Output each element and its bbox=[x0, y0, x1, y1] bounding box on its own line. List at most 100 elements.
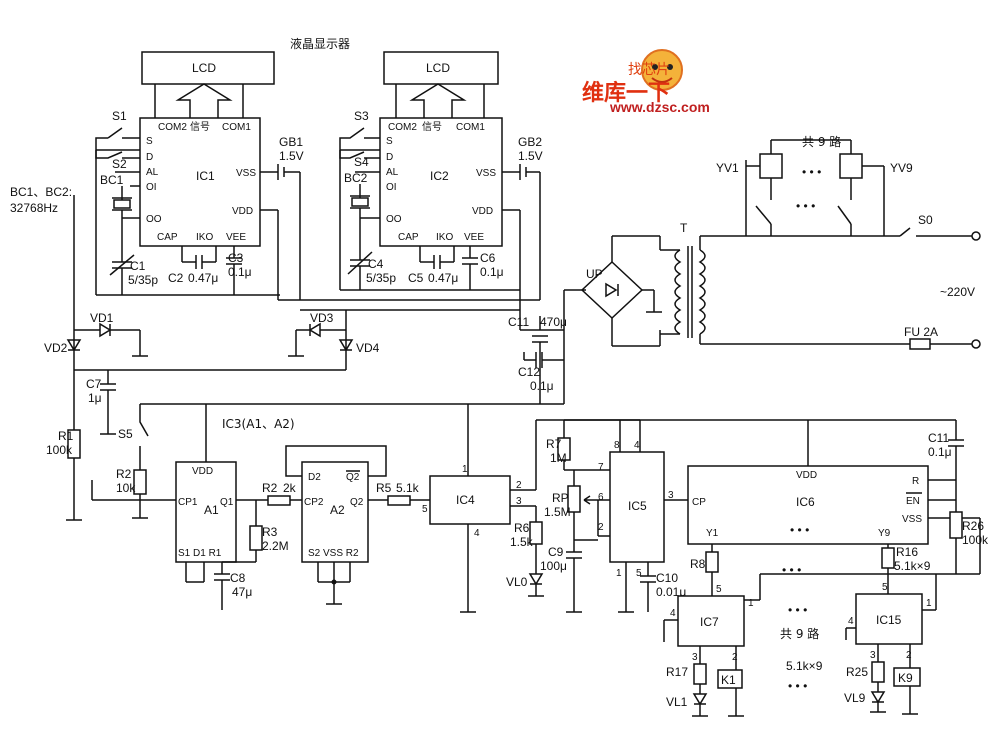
svg-text:1M: 1M bbox=[550, 451, 567, 465]
svg-text:VDD: VDD bbox=[796, 470, 817, 481]
svg-text:R6: R6 bbox=[514, 521, 530, 535]
svg-text:8: 8 bbox=[614, 440, 620, 451]
relay-contact-k9 bbox=[837, 205, 852, 225]
svg-text:BC1、BC2:: BC1、BC2: bbox=[10, 185, 72, 199]
svg-text:OI: OI bbox=[386, 182, 397, 193]
svg-text:S3: S3 bbox=[354, 109, 369, 123]
svg-text:• • •: • • • bbox=[782, 563, 801, 577]
svg-text:VL9: VL9 bbox=[844, 691, 866, 705]
svg-text:• • •: • • • bbox=[788, 679, 807, 693]
svg-text:OO: OO bbox=[386, 214, 402, 225]
svg-text:K1: K1 bbox=[721, 673, 736, 687]
resistor-r5 bbox=[387, 495, 411, 506]
svg-text:LCD: LCD bbox=[426, 61, 450, 75]
svg-text:OI: OI bbox=[146, 182, 157, 193]
diode-vd1 bbox=[99, 322, 112, 338]
svg-text:4: 4 bbox=[848, 616, 854, 627]
switch-s3 bbox=[339, 127, 380, 150]
svg-text:VD3: VD3 bbox=[310, 311, 334, 325]
svg-text:VD1: VD1 bbox=[90, 311, 114, 325]
svg-text:0.1μ: 0.1μ bbox=[480, 265, 504, 279]
svg-text:100k: 100k bbox=[46, 443, 73, 457]
lcd1-box bbox=[141, 51, 275, 85]
svg-text:3: 3 bbox=[516, 496, 522, 507]
crystal-bc2 bbox=[351, 197, 369, 207]
svg-text:T: T bbox=[680, 221, 688, 235]
svg-text:R5: R5 bbox=[376, 481, 392, 495]
svg-text:共 9 路: 共 9 路 bbox=[802, 134, 841, 149]
resistor-r3 bbox=[249, 525, 263, 551]
svg-text:C11: C11 bbox=[928, 431, 949, 445]
switch-s1 bbox=[95, 127, 140, 150]
svg-text:VL0: VL0 bbox=[506, 575, 528, 589]
svg-text:4: 4 bbox=[474, 528, 480, 539]
ic15-box bbox=[855, 593, 923, 645]
svg-text:CAP: CAP bbox=[398, 232, 419, 243]
svg-text:Q2: Q2 bbox=[346, 472, 360, 483]
svg-text:COM2: COM2 bbox=[388, 122, 417, 133]
svg-text:S: S bbox=[386, 136, 393, 147]
svg-text:RP: RP bbox=[552, 491, 569, 505]
svg-text:4: 4 bbox=[670, 608, 676, 619]
svg-text:R7: R7 bbox=[546, 437, 562, 451]
svg-text:2: 2 bbox=[732, 652, 738, 663]
transformer-primary bbox=[698, 249, 706, 335]
svg-text:Q1: Q1 bbox=[220, 497, 234, 508]
svg-text:Y1: Y1 bbox=[706, 528, 719, 539]
svg-text:VEE: VEE bbox=[464, 232, 484, 243]
svg-text:IKO: IKO bbox=[436, 232, 453, 243]
svg-text:C6: C6 bbox=[480, 251, 496, 265]
resistor-r2 bbox=[133, 469, 147, 495]
svg-text:C4: C4 bbox=[368, 257, 384, 271]
resistor-r26 bbox=[949, 511, 963, 539]
svg-text:R25: R25 bbox=[846, 665, 868, 679]
svg-text:A2: A2 bbox=[330, 503, 345, 517]
svg-text:10k: 10k bbox=[116, 481, 136, 495]
crystal-bc1 bbox=[113, 199, 131, 209]
svg-text:1.5k: 1.5k bbox=[510, 535, 534, 549]
svg-text:5.1k×9: 5.1k×9 bbox=[786, 659, 823, 673]
svg-text:R8: R8 bbox=[690, 557, 706, 571]
fuse-fu bbox=[909, 338, 931, 350]
valve-yv1 bbox=[759, 153, 783, 179]
resistor-r25 bbox=[871, 661, 885, 683]
svg-text:UP: UP bbox=[586, 267, 603, 281]
ic7-box bbox=[677, 595, 745, 647]
ic5-box bbox=[609, 451, 665, 563]
switch-s0 bbox=[899, 227, 911, 237]
svg-text:100μ: 100μ bbox=[540, 559, 567, 573]
svg-text:1.5M: 1.5M bbox=[544, 505, 571, 519]
svg-text:R1: R1 bbox=[58, 429, 74, 443]
svg-text:0.1μ: 0.1μ bbox=[928, 445, 952, 459]
svg-text:1.5V: 1.5V bbox=[279, 149, 304, 163]
svg-text:VDD: VDD bbox=[232, 206, 253, 217]
led-vl1 bbox=[692, 693, 708, 706]
svg-text:VD2: VD2 bbox=[44, 341, 68, 355]
svg-text:1μ: 1μ bbox=[88, 391, 102, 405]
svg-text:• • •: • • • bbox=[802, 165, 821, 179]
title: 液晶显示器 bbox=[290, 36, 350, 51]
trimmer-c1 bbox=[109, 254, 135, 276]
relay-contact-k1 bbox=[755, 205, 772, 225]
svg-text:BC2: BC2 bbox=[344, 171, 368, 185]
svg-text:C8: C8 bbox=[230, 571, 246, 585]
svg-text:C9: C9 bbox=[548, 545, 564, 559]
ic3-a1-box bbox=[175, 461, 237, 563]
svg-text:R17: R17 bbox=[666, 665, 688, 679]
trimmer-c4 bbox=[347, 251, 373, 275]
svg-text:VL1: VL1 bbox=[666, 695, 688, 709]
svg-text:Y9: Y9 bbox=[878, 528, 891, 539]
svg-text:VEE: VEE bbox=[226, 232, 246, 243]
svg-text:1: 1 bbox=[462, 464, 468, 475]
svg-text:GB1: GB1 bbox=[279, 135, 303, 149]
lcd1-arrow bbox=[175, 83, 233, 118]
svg-text:0.1μ: 0.1μ bbox=[228, 265, 252, 279]
svg-text:C11: C11 bbox=[508, 315, 529, 329]
svg-text:S2 VSS R2: S2 VSS R2 bbox=[308, 548, 359, 559]
svg-text:R: R bbox=[912, 476, 919, 487]
svg-text:CP1: CP1 bbox=[178, 497, 198, 508]
resistor-r16 bbox=[881, 547, 895, 569]
svg-text:S1: S1 bbox=[112, 109, 127, 123]
svg-text:S1 D1 R1: S1 D1 R1 bbox=[178, 548, 222, 559]
svg-text:100k: 100k bbox=[962, 533, 989, 547]
